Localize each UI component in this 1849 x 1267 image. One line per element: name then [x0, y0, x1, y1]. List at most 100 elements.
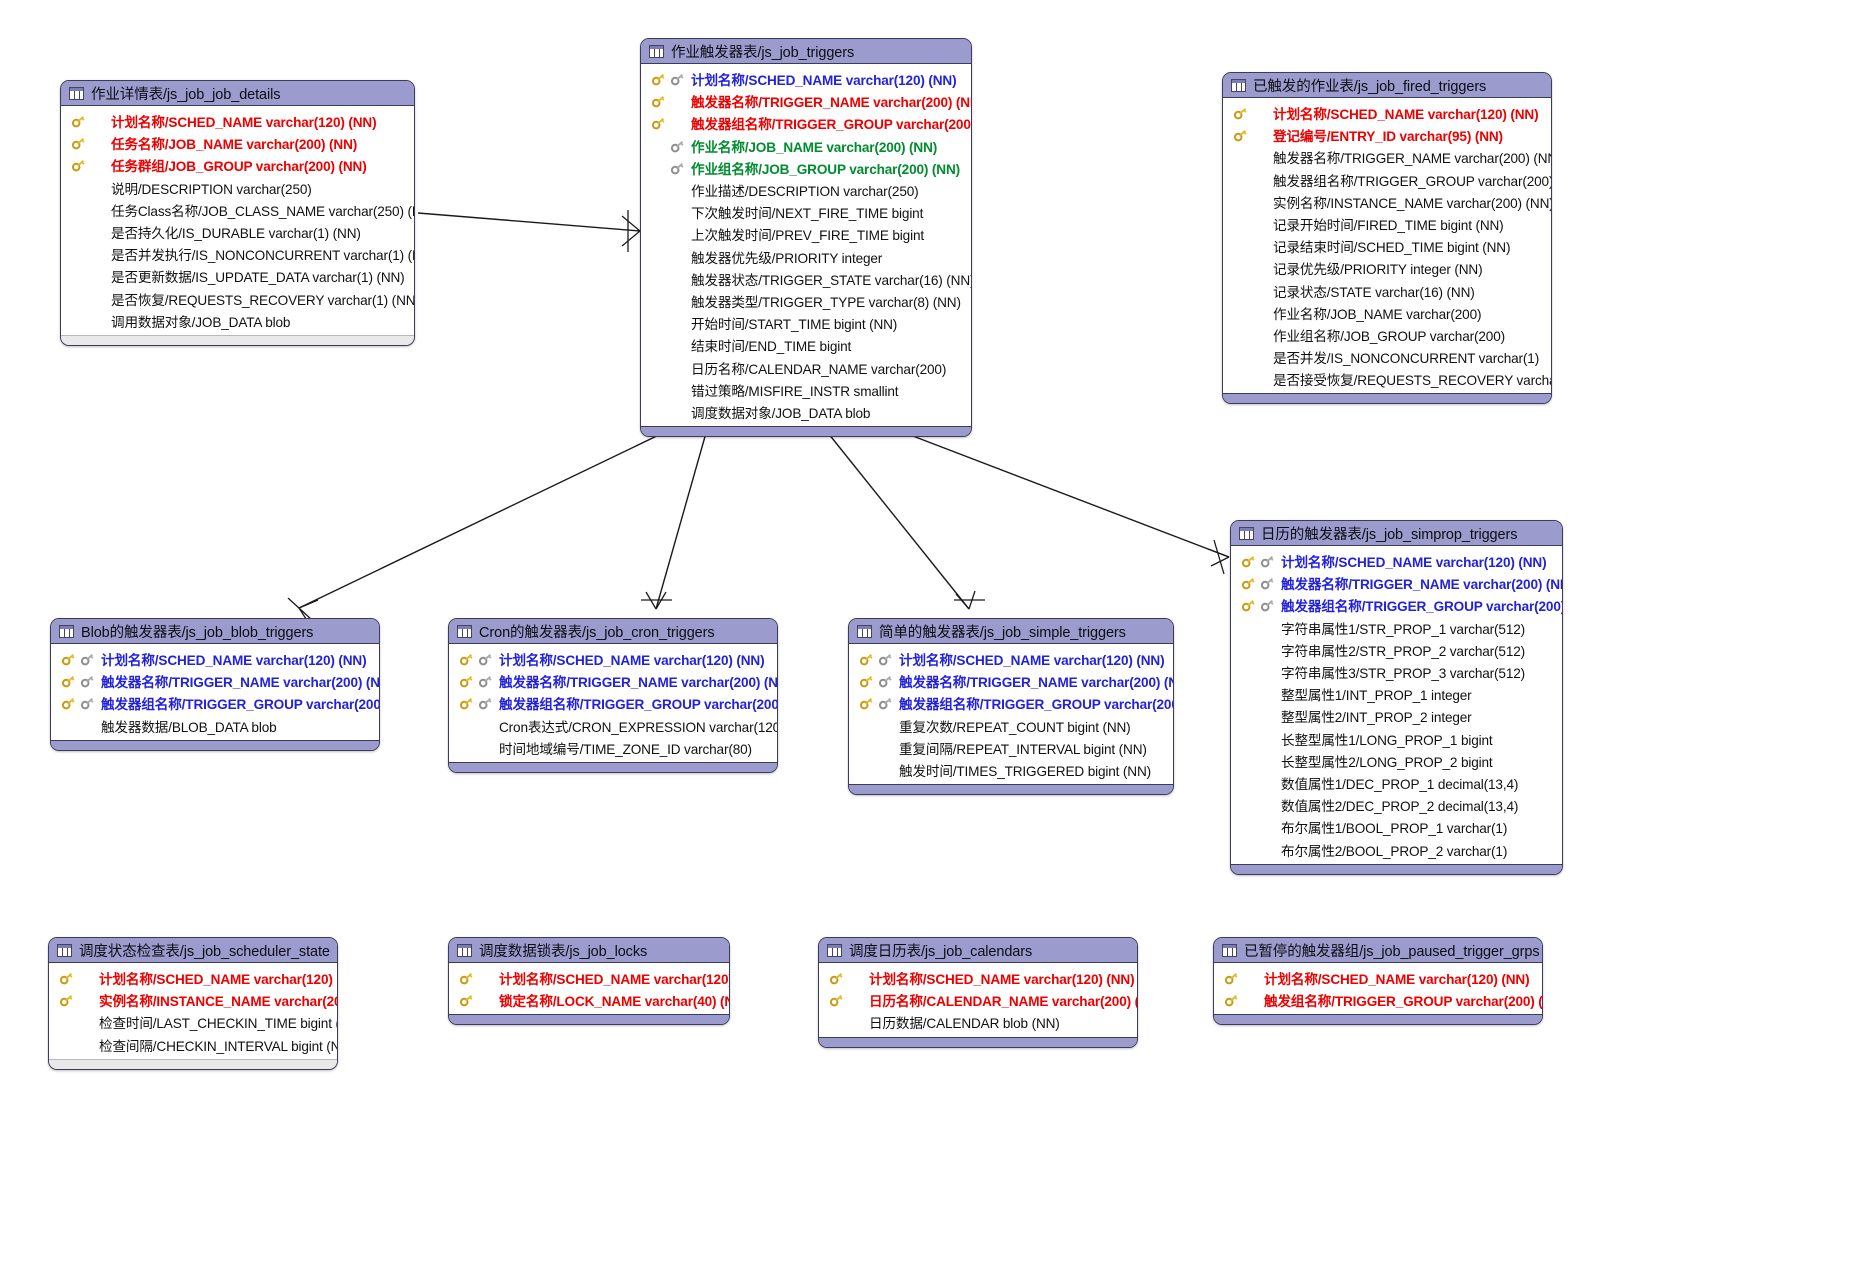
- field-row[interactable]: 时间地域编号/TIME_ZONE_ID varchar(80): [449, 737, 777, 759]
- field-row[interactable]: 是否并发/IS_NONCONCURRENT varchar(1): [1223, 346, 1551, 368]
- field-row[interactable]: 触发器组名称/TRIGGER_GROUP varchar(200) (NN): [449, 692, 777, 714]
- field-row[interactable]: 触发器状态/TRIGGER_STATE varchar(16) (NN): [641, 268, 971, 290]
- field-row[interactable]: 下次触发时间/NEXT_FIRE_TIME bigint: [641, 201, 971, 223]
- entity-header-job_fired_triggers[interactable]: 已触发的作业表/js_job_fired_triggers: [1223, 73, 1551, 98]
- field-row[interactable]: 计划名称/SCHED_NAME varchar(120) (NN): [1231, 550, 1562, 572]
- entity-header-job_locks[interactable]: 调度数据锁表/js_job_locks: [449, 938, 729, 963]
- field-row[interactable]: 日历名称/CALENDAR_NAME varchar(200): [641, 356, 971, 378]
- entity-table-job_simple_triggers[interactable]: 简单的触发器表/js_job_simple_triggers 计划名称/SCHED…: [848, 618, 1174, 796]
- field-row[interactable]: 计划名称/SCHED_NAME varchar(120) (NN): [49, 967, 337, 989]
- field-row[interactable]: 上次触发时间/PREV_FIRE_TIME bigint: [641, 223, 971, 245]
- field-row[interactable]: 字符串属性3/STR_PROP_3 varchar(512): [1231, 661, 1562, 683]
- field-row[interactable]: 日历名称/CALENDAR_NAME varchar(200) (NN): [819, 989, 1137, 1011]
- field-row[interactable]: 触发器名称/TRIGGER_NAME varchar(200) (NN): [51, 670, 379, 692]
- entity-header-job_job_details[interactable]: 作业详情表/js_job_job_details: [61, 81, 414, 106]
- entity-table-job_calendars[interactable]: 调度日历表/js_job_calendars 计划名称/SCHED_NAME va…: [818, 937, 1138, 1048]
- entity-header-job_cron_triggers[interactable]: Cron的触发器表/js_job_cron_triggers: [449, 619, 777, 644]
- entity-header-job_simprop_triggers[interactable]: 日历的触发器表/js_job_simprop_triggers: [1231, 521, 1562, 546]
- field-row[interactable]: 登记编号/ENTRY_ID varchar(95) (NN): [1223, 124, 1551, 146]
- field-row[interactable]: 作业描述/DESCRIPTION varchar(250): [641, 179, 971, 201]
- field-row[interactable]: 计划名称/SCHED_NAME varchar(120) (NN): [819, 967, 1137, 989]
- entity-table-job_scheduler_state[interactable]: 调度状态检查表/js_job_scheduler_state 计划名称/SCHED…: [48, 937, 338, 1070]
- field-row[interactable]: 调度数据对象/JOB_DATA blob: [641, 401, 971, 423]
- field-row[interactable]: 记录结束时间/SCHED_TIME bigint (NN): [1223, 235, 1551, 257]
- field-row[interactable]: 布尔属性2/BOOL_PROP_2 varchar(1): [1231, 838, 1562, 860]
- field-row[interactable]: 开始时间/START_TIME bigint (NN): [641, 312, 971, 334]
- field-row[interactable]: 触发器数据/BLOB_DATA blob: [51, 715, 379, 737]
- entity-table-job_simprop_triggers[interactable]: 日历的触发器表/js_job_simprop_triggers 计划名称/SCHE…: [1230, 520, 1563, 875]
- field-row[interactable]: 触发器类型/TRIGGER_TYPE varchar(8) (NN): [641, 290, 971, 312]
- entity-table-job_paused_trigger_grps[interactable]: 已暂停的触发器组/js_job_paused_trigger_grps 计划名称/…: [1213, 937, 1543, 1026]
- field-row[interactable]: 作业组名称/JOB_GROUP varchar(200): [1223, 324, 1551, 346]
- field-row[interactable]: 字符串属性2/STR_PROP_2 varchar(512): [1231, 639, 1562, 661]
- field-row[interactable]: 计划名称/SCHED_NAME varchar(120) (NN): [449, 648, 777, 670]
- entity-table-job_triggers[interactable]: 作业触发器表/js_job_triggers 计划名称/SCHED_NAME va…: [640, 38, 972, 437]
- field-row[interactable]: 长整型属性1/LONG_PROP_1 bigint: [1231, 728, 1562, 750]
- field-row[interactable]: 数值属性1/DEC_PROP_1 decimal(13,4): [1231, 772, 1562, 794]
- field-row[interactable]: 触发组名称/TRIGGER_GROUP varchar(200) (NN): [1214, 989, 1542, 1011]
- field-row[interactable]: 重复次数/REPEAT_COUNT bigint (NN): [849, 715, 1173, 737]
- field-row[interactable]: 记录状态/STATE varchar(16) (NN): [1223, 280, 1551, 302]
- entity-header-job_paused_trigger_grps[interactable]: 已暂停的触发器组/js_job_paused_trigger_grps: [1214, 938, 1542, 963]
- field-row[interactable]: 检查时间/LAST_CHECKIN_TIME bigint (NN): [49, 1011, 337, 1033]
- field-row[interactable]: 检查间隔/CHECKIN_INTERVAL bigint (NN): [49, 1034, 337, 1056]
- field-row[interactable]: 计划名称/SCHED_NAME varchar(120) (NN): [449, 967, 729, 989]
- field-row[interactable]: 触发器组名称/TRIGGER_GROUP varchar(200) (NN): [641, 112, 971, 134]
- field-row[interactable]: 实例名称/INSTANCE_NAME varchar(200) (NN): [49, 989, 337, 1011]
- field-row[interactable]: 计划名称/SCHED_NAME varchar(120) (NN): [641, 68, 971, 90]
- field-row[interactable]: 计划名称/SCHED_NAME varchar(120) (NN): [1223, 102, 1551, 124]
- field-row[interactable]: 触发器组名称/TRIGGER_GROUP varchar(200) (NN): [1223, 169, 1551, 191]
- field-row[interactable]: 计划名称/SCHED_NAME varchar(120) (NN): [61, 110, 414, 132]
- field-row[interactable]: 结束时间/END_TIME bigint: [641, 334, 971, 356]
- field-row[interactable]: 重复间隔/REPEAT_INTERVAL bigint (NN): [849, 737, 1173, 759]
- entity-header-job_calendars[interactable]: 调度日历表/js_job_calendars: [819, 938, 1137, 963]
- field-row[interactable]: 长整型属性2/LONG_PROP_2 bigint: [1231, 750, 1562, 772]
- field-row[interactable]: 计划名称/SCHED_NAME varchar(120) (NN): [849, 648, 1173, 670]
- field-row[interactable]: 是否恢复/REQUESTS_RECOVERY varchar(1) (NN): [61, 288, 414, 310]
- entity-table-job_locks[interactable]: 调度数据锁表/js_job_locks 计划名称/SCHED_NAME varch…: [448, 937, 730, 1026]
- field-row[interactable]: 触发器组名称/TRIGGER_GROUP varchar(200) (NN): [849, 692, 1173, 714]
- field-row[interactable]: 整型属性1/INT_PROP_1 integer: [1231, 683, 1562, 705]
- field-row[interactable]: 触发器名称/TRIGGER_NAME varchar(200) (NN): [1223, 146, 1551, 168]
- field-row[interactable]: 布尔属性1/BOOL_PROP_1 varchar(1): [1231, 816, 1562, 838]
- field-row[interactable]: 作业名称/JOB_NAME varchar(200) (NN): [641, 135, 971, 157]
- entity-table-job_blob_triggers[interactable]: Blob的触发器表/js_job_blob_triggers 计划名称/SCHED…: [50, 618, 380, 751]
- field-row[interactable]: 是否接受恢复/REQUESTS_RECOVERY varchar(1): [1223, 368, 1551, 390]
- field-row[interactable]: 计划名称/SCHED_NAME varchar(120) (NN): [51, 648, 379, 670]
- field-row[interactable]: 日历数据/CALENDAR blob (NN): [819, 1011, 1137, 1033]
- entity-header-job_triggers[interactable]: 作业触发器表/js_job_triggers: [641, 39, 971, 64]
- field-row[interactable]: 任务群组/JOB_GROUP varchar(200) (NN): [61, 154, 414, 176]
- entity-table-job_fired_triggers[interactable]: 已触发的作业表/js_job_fired_triggers 计划名称/SCHED_…: [1222, 72, 1552, 405]
- field-row[interactable]: 记录开始时间/FIRED_TIME bigint (NN): [1223, 213, 1551, 235]
- field-row[interactable]: 是否更新数据/IS_UPDATE_DATA varchar(1) (NN): [61, 265, 414, 287]
- field-row[interactable]: 计划名称/SCHED_NAME varchar(120) (NN): [1214, 967, 1542, 989]
- field-row[interactable]: 记录优先级/PRIORITY integer (NN): [1223, 257, 1551, 279]
- field-row[interactable]: 锁定名称/LOCK_NAME varchar(40) (NN): [449, 989, 729, 1011]
- field-row[interactable]: 作业组名称/JOB_GROUP varchar(200) (NN): [641, 157, 971, 179]
- entity-table-job_cron_triggers[interactable]: Cron的触发器表/js_job_cron_triggers 计划名称/SCHED…: [448, 618, 778, 773]
- field-row[interactable]: 整型属性2/INT_PROP_2 integer: [1231, 705, 1562, 727]
- field-row[interactable]: 任务Class名称/JOB_CLASS_NAME varchar(250) (N…: [61, 199, 414, 221]
- field-row[interactable]: 任务名称/JOB_NAME varchar(200) (NN): [61, 132, 414, 154]
- field-row[interactable]: Cron表达式/CRON_EXPRESSION varchar(120) (NN…: [449, 715, 777, 737]
- field-row[interactable]: 错过策略/MISFIRE_INSTR smallint: [641, 379, 971, 401]
- entity-header-job_scheduler_state[interactable]: 调度状态检查表/js_job_scheduler_state: [49, 938, 337, 963]
- field-row[interactable]: 触发器名称/TRIGGER_NAME varchar(200) (NN): [641, 90, 971, 112]
- field-row[interactable]: 作业名称/JOB_NAME varchar(200): [1223, 302, 1551, 324]
- field-row[interactable]: 是否持久化/IS_DURABLE varchar(1) (NN): [61, 221, 414, 243]
- field-row[interactable]: 触发器名称/TRIGGER_NAME varchar(200) (NN): [849, 670, 1173, 692]
- field-row[interactable]: 触发器组名称/TRIGGER_GROUP varchar(200) (NN): [51, 692, 379, 714]
- field-row[interactable]: 触发器名称/TRIGGER_NAME varchar(200) (NN): [449, 670, 777, 692]
- entity-header-job_simple_triggers[interactable]: 简单的触发器表/js_job_simple_triggers: [849, 619, 1173, 644]
- field-row[interactable]: 触发器组名称/TRIGGER_GROUP varchar(200) (NN): [1231, 594, 1562, 616]
- entity-header-job_blob_triggers[interactable]: Blob的触发器表/js_job_blob_triggers: [51, 619, 379, 644]
- field-row[interactable]: 实例名称/INSTANCE_NAME varchar(200) (NN): [1223, 191, 1551, 213]
- field-row[interactable]: 触发器优先级/PRIORITY integer: [641, 246, 971, 268]
- field-row[interactable]: 说明/DESCRIPTION varchar(250): [61, 177, 414, 199]
- field-row[interactable]: 调用数据对象/JOB_DATA blob: [61, 310, 414, 332]
- entity-table-job_job_details[interactable]: 作业详情表/js_job_job_details 计划名称/SCHED_NAME …: [60, 80, 415, 346]
- field-row[interactable]: 字符串属性1/STR_PROP_1 varchar(512): [1231, 617, 1562, 639]
- field-row[interactable]: 触发器名称/TRIGGER_NAME varchar(200) (NN): [1231, 572, 1562, 594]
- field-row[interactable]: 触发时间/TIMES_TRIGGERED bigint (NN): [849, 759, 1173, 781]
- field-row[interactable]: 是否并发执行/IS_NONCONCURRENT varchar(1) (NN): [61, 243, 414, 265]
